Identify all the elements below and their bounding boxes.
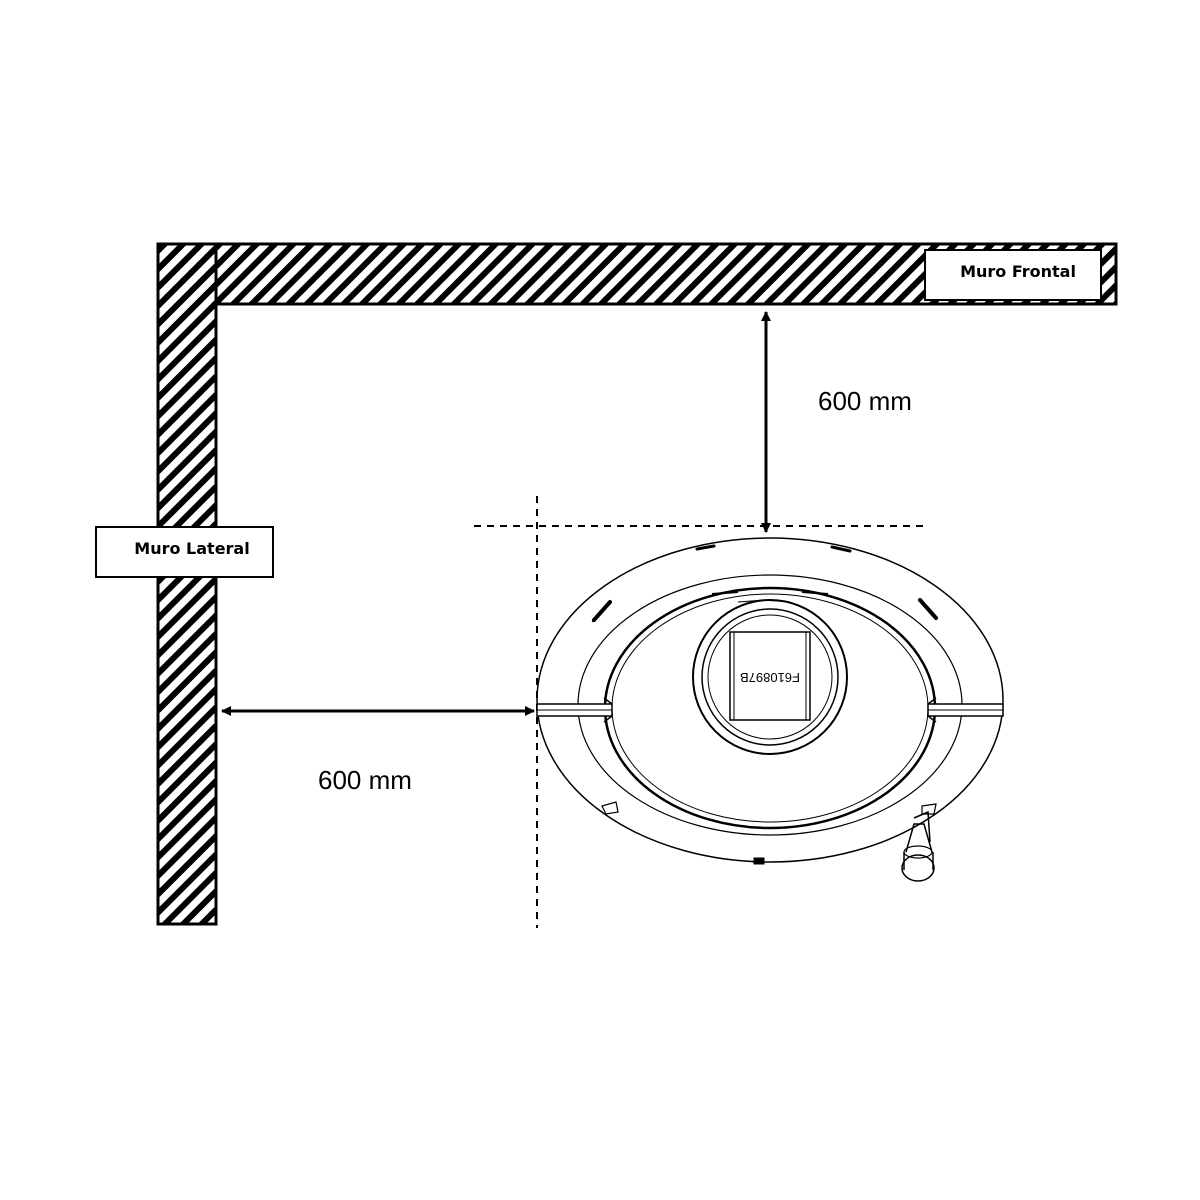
stove-model-code: F610897B: [740, 670, 800, 685]
stove-top-view: [536, 537, 1004, 882]
front-wall-label-text: Muro Frontal: [960, 262, 1076, 281]
side-wall: [156, 242, 218, 926]
side-clearance-label: 600 mm: [318, 765, 412, 795]
side-wall-label-text: Muro Lateral: [134, 539, 249, 558]
front-wall-label: Muro Frontal: [924, 249, 1102, 301]
front-clearance-label: 600 mm: [818, 386, 912, 416]
side-wall-label: Muro Lateral: [95, 526, 274, 578]
